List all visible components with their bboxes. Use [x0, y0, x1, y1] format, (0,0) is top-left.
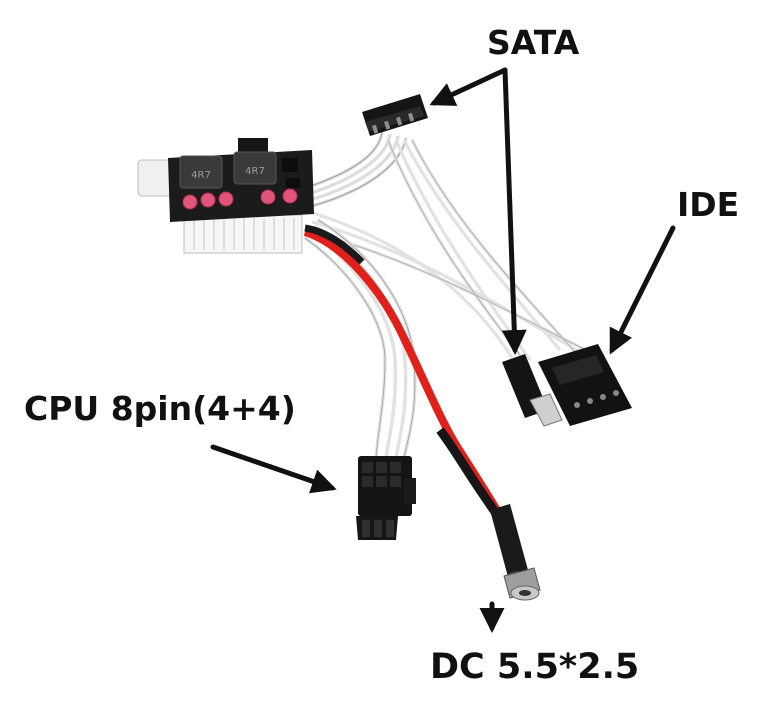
annotation-arrows — [210, 67, 676, 633]
ide-label: IDE — [677, 185, 740, 224]
sata-label: SATA — [487, 23, 580, 62]
cpu-8pin-connector — [356, 456, 416, 540]
cpu-8pin-label: CPU 8pin(4+4) — [24, 389, 296, 428]
ide-connector — [538, 344, 632, 426]
dc-jack-label: DC 5.5*2.5 — [430, 647, 640, 687]
sata-connector-bottom — [502, 354, 563, 427]
inductor-marking-2: 4R7 — [245, 166, 265, 177]
psu-board: 4R7 4R7 — [137, 138, 314, 254]
inductor-marking-1: 4R7 — [191, 170, 211, 181]
sata-connector-top — [362, 94, 428, 136]
dc-jack — [490, 504, 541, 601]
capacitors — [182, 188, 298, 210]
